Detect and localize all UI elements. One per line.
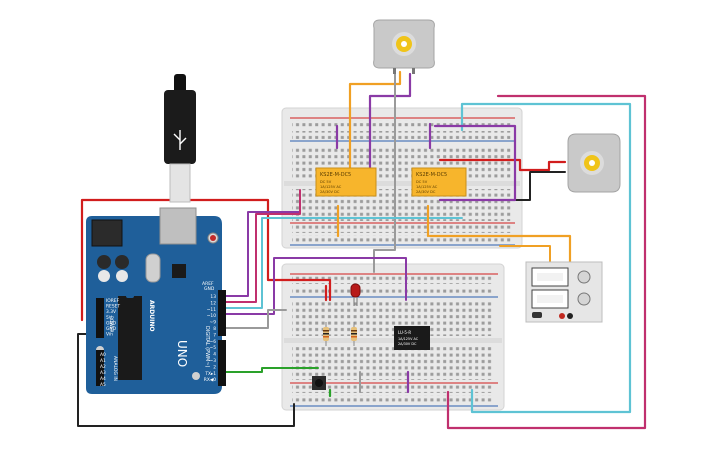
pin-label: A5	[100, 382, 106, 388]
led-red[interactable]	[350, 283, 361, 306]
wire-orange-motor[interactable]	[348, 70, 402, 172]
relay-2-name: KS2E-M-DC5	[416, 172, 447, 178]
wire-red-motor2[interactable]	[438, 158, 567, 172]
pin-label: Vin	[106, 332, 113, 338]
svg-text:2A/30V DC: 2A/30V DC	[320, 190, 340, 194]
pin-label: ~6	[210, 339, 217, 345]
relay-1[interactable]: KS2E-M-DC5 DC 5V 1A/125V AC 2A/30V DC	[315, 167, 377, 197]
svg-text:1A/125V AC: 1A/125V AC	[416, 185, 438, 189]
relay-small[interactable]: LU-5-R 1A/125V AC 2A/30V DC	[394, 326, 430, 350]
wire-black-gnd[interactable]	[77, 333, 295, 427]
svg-text:1A/125V AC: 1A/125V AC	[320, 185, 342, 189]
svg-text:DC 5V: DC 5V	[416, 180, 428, 184]
pin-label: 13	[210, 294, 216, 300]
pin-label: ~5	[210, 345, 217, 351]
wire-magenta-loop[interactable]	[446, 94, 647, 430]
pin-label: ~9	[210, 320, 217, 326]
wire-red-led[interactable]	[266, 206, 332, 302]
svg-text:LU-5-R: LU-5-R	[398, 330, 411, 335]
pin-label: A3	[100, 370, 106, 376]
resistor-2[interactable]	[351, 322, 357, 346]
usb-cable	[164, 74, 196, 203]
gnd-label: GND	[204, 286, 215, 292]
pin-label: IOREF	[106, 298, 120, 304]
pin-label: ~3	[210, 358, 217, 364]
pin-label: 5V	[106, 315, 112, 321]
pin-label: 12	[210, 300, 216, 306]
pin-label: A0	[100, 352, 106, 358]
wire-cyan-loop[interactable]	[460, 102, 632, 414]
aref-label: AREF	[202, 281, 214, 287]
power-supply[interactable]	[525, 261, 603, 323]
wire-purple-pin13[interactable]	[225, 211, 301, 297]
resistor-1[interactable]	[323, 322, 329, 346]
pin-label: 2	[213, 364, 216, 370]
pin-label: ~10	[207, 313, 216, 319]
breadboard-bottom	[281, 263, 505, 411]
arduino-model: UNO	[175, 340, 189, 367]
relay-1-name: KS2E-M-DC5	[320, 172, 351, 178]
pin-label: GND	[106, 320, 117, 326]
wire-gray-motor[interactable]	[373, 69, 396, 273]
pin-label: 3.3V	[106, 309, 116, 315]
pin-label: TX▸1	[204, 371, 216, 377]
pin-label: ~11	[207, 307, 216, 313]
digital-label: DIGITAL (PWM~)	[204, 326, 210, 368]
pin-label: 7	[213, 332, 216, 338]
wire-green-pin2[interactable]	[225, 367, 319, 373]
wire-purple-motor[interactable]	[368, 72, 412, 172]
pin-label: GND	[106, 326, 117, 332]
pin-label: A2	[100, 364, 106, 370]
power-label: POWER	[108, 316, 114, 333]
pin-label: RESET	[106, 304, 120, 310]
pin-label: 4	[213, 352, 216, 358]
pin-label: 8	[213, 326, 216, 332]
push-button[interactable]	[312, 376, 326, 390]
svg-text:2A/30V DC: 2A/30V DC	[416, 190, 436, 194]
wire-magenta-pin12[interactable]	[225, 189, 301, 303]
pin-label: A1	[100, 358, 106, 364]
svg-text:2A/30V DC: 2A/30V DC	[398, 342, 417, 346]
arduino-brand: ARDUINO	[148, 300, 155, 331]
wires	[77, 69, 647, 430]
relay-2[interactable]: KS2E-M-DC5 DC 5V 1A/125V AC 2A/30V DC	[411, 167, 467, 197]
wire-purple-top[interactable]	[433, 124, 517, 202]
dc-motor-right[interactable]	[567, 133, 621, 193]
wire-gray-pin8[interactable]	[225, 309, 287, 329]
usb-icon	[173, 130, 187, 150]
wire-purple-pin10[interactable]	[225, 257, 407, 315]
pin-label: RX◀0	[204, 377, 216, 383]
dc-motor-top[interactable]	[373, 19, 435, 74]
wire-cyan-pin11[interactable]	[225, 217, 463, 309]
svg-text:1A/125V AC: 1A/125V AC	[398, 337, 419, 341]
breadboard-top	[281, 107, 523, 249]
arduino-uno[interactable]: ARDUINO UNO DIGITAL (PWM~) POWER ANALOG …	[86, 207, 226, 394]
pin-label: A4	[100, 376, 106, 382]
analog-label: ANALOG IN	[112, 356, 118, 381]
svg-text:DC 5V: DC 5V	[320, 180, 332, 184]
